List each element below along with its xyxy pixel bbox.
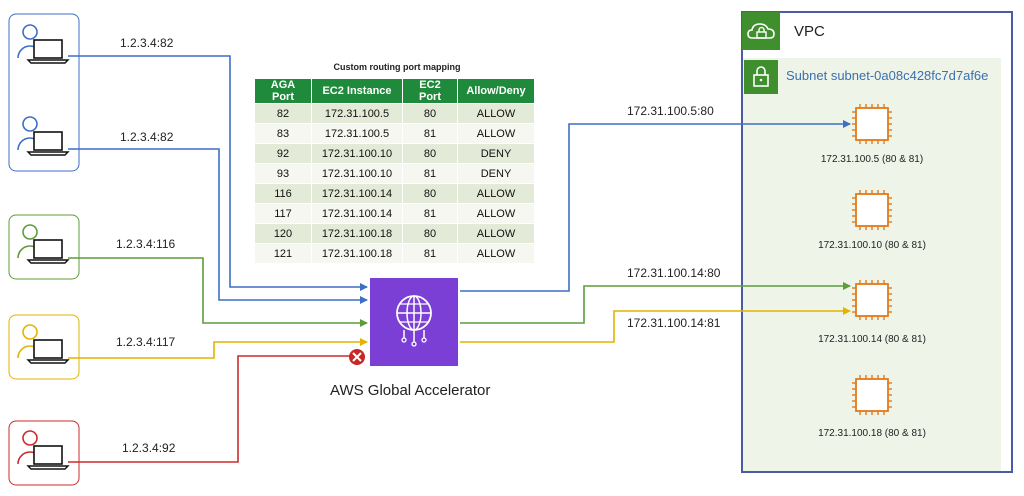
table-cell: 172.31.100.5 [311, 123, 403, 144]
table-header-cell: AGA Port [254, 78, 312, 104]
table-cell: 81 [402, 203, 458, 224]
client-group-box [8, 13, 80, 172]
route-label-3: 172.31.100.14:81 [627, 316, 721, 330]
table-cell: 81 [402, 123, 458, 144]
table-cell: 92 [254, 143, 312, 164]
table-cell: 116 [254, 183, 312, 204]
table-cell: 172.31.100.10 [311, 163, 403, 184]
laptop-user-icon [17, 430, 70, 470]
table-cell: DENY [457, 143, 535, 164]
route-line-client-5-denied [68, 355, 350, 463]
instance-label-3: 172.31.100.14 (80 & 81) [818, 334, 926, 345]
client-box-green [8, 214, 80, 280]
route-line-client-3 [68, 257, 368, 327]
route-label-1: 172.31.100.5:80 [627, 104, 714, 118]
route-line-client-1 [68, 55, 368, 291]
cloud-lock-icon [742, 12, 780, 50]
table-cell: 172.31.100.18 [311, 223, 403, 244]
table-header-cell: EC2 Port [402, 78, 458, 104]
laptop-user-icon [17, 116, 70, 156]
table-cell: 120 [254, 223, 312, 244]
accelerator-label: AWS Global Accelerator [330, 382, 491, 399]
table-cell: 172.31.100.14 [311, 183, 403, 204]
ec2-instance-icon [852, 104, 892, 144]
table-cell: ALLOW [457, 223, 535, 244]
mapping-table-caption: Custom routing port mapping [333, 62, 461, 72]
table-cell: 172.31.100.10 [311, 143, 403, 164]
table-cell: 80 [402, 103, 458, 124]
ec2-instance-icon [852, 280, 892, 320]
route-line-client-2 [68, 148, 368, 304]
route-line-client-4 [68, 338, 368, 359]
instance-label-4: 172.31.100.18 (80 & 81) [818, 428, 926, 439]
vpc-title: VPC [794, 23, 825, 40]
table-cell: 117 [254, 203, 312, 224]
table-cell: 172.31.100.5 [311, 103, 403, 124]
laptop-user-icon [17, 24, 70, 64]
table-cell: ALLOW [457, 243, 535, 264]
table-header-cell: EC2 Instance [311, 78, 403, 104]
route-label-2: 172.31.100.14:80 [627, 266, 721, 280]
table-cell: 172.31.100.18 [311, 243, 403, 264]
client-box-yellow [8, 314, 80, 380]
table-cell: 81 [402, 163, 458, 184]
table-cell: 80 [402, 143, 458, 164]
client-label-1: 1.2.3.4:82 [120, 36, 174, 50]
table-cell: ALLOW [457, 123, 535, 144]
ec2-instance-icon [852, 190, 892, 230]
table-cell: 83 [254, 123, 312, 144]
deny-x-icon [349, 349, 365, 365]
table-cell: 80 [402, 223, 458, 244]
table-cell: ALLOW [457, 203, 535, 224]
table-cell: 80 [402, 183, 458, 204]
laptop-user-icon [17, 324, 70, 364]
table-cell: DENY [457, 163, 535, 184]
table-header-cell: Allow/Deny [457, 78, 535, 104]
client-label-4: 1.2.3.4:117 [116, 335, 176, 349]
lock-icon [744, 60, 778, 94]
table-cell: 121 [254, 243, 312, 264]
client-label-5: 1.2.3.4:92 [122, 441, 176, 455]
client-label-2: 1.2.3.4:82 [120, 130, 174, 144]
subnet-title: Subnet subnet-0a08c428fc7d7af6e [786, 68, 989, 83]
table-cell: 82 [254, 103, 312, 124]
instance-label-1: 172.31.100.5 (80 & 81) [820, 154, 924, 165]
client-box-red [8, 420, 80, 486]
instance-label-2: 172.31.100.10 (80 & 81) [818, 240, 926, 251]
route-line-to-instance-1 [460, 120, 851, 292]
route-line-to-instance-3a [460, 282, 851, 324]
route-line-to-instance-3b [460, 307, 851, 343]
global-accelerator-icon [370, 278, 458, 366]
ec2-instance-icon [852, 375, 892, 415]
laptop-user-icon [17, 224, 70, 264]
client-label-3: 1.2.3.4:116 [116, 237, 176, 251]
table-cell: 93 [254, 163, 312, 184]
table-cell: ALLOW [457, 103, 535, 124]
table-cell: 81 [402, 243, 458, 264]
table-cell: 172.31.100.14 [311, 203, 403, 224]
table-cell: ALLOW [457, 183, 535, 204]
